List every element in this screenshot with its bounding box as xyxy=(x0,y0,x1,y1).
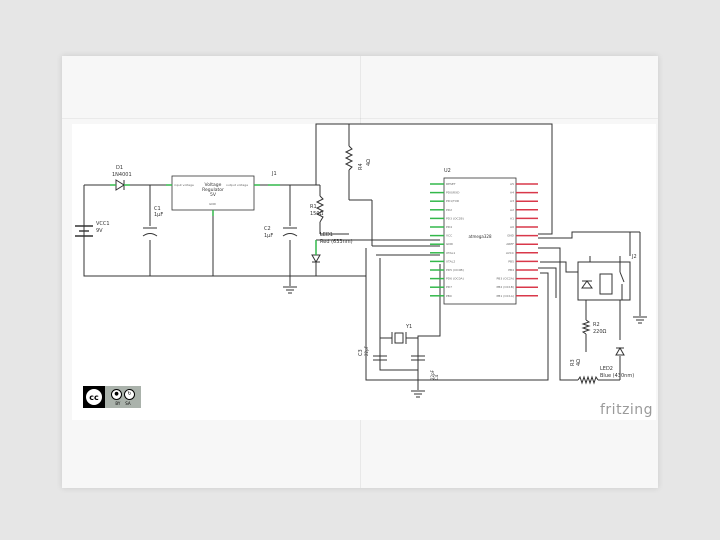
vcc1-ref: VCC1 xyxy=(96,221,110,227)
regulator-pin-out: output voltage xyxy=(226,183,248,187)
led1-ref: LED1 xyxy=(320,232,333,238)
resistor-r2 xyxy=(581,319,591,335)
c3-value: 22pF xyxy=(364,345,369,356)
vcc1-value: 9V xyxy=(96,228,103,234)
regulator-subtitle: Regulator xyxy=(202,187,224,193)
d1-value: 1N4001 xyxy=(112,172,132,178)
share-alike-icon: ↻ xyxy=(124,388,135,400)
license-terms: ● ↻ BY SA xyxy=(105,386,141,408)
fritzing-logo: fritzing xyxy=(600,402,654,418)
r3-value: 4Ω xyxy=(576,359,582,366)
mcu-pin-label-right-0: A5 xyxy=(510,182,514,186)
r4-ref: R4 xyxy=(358,163,364,170)
license-sa: SA xyxy=(125,400,131,406)
mcu-pin-label-left-12: PD7 xyxy=(446,285,452,289)
relay-j2 xyxy=(577,261,631,301)
mcu-pin-label-left-9: XTAL2 xyxy=(446,259,455,263)
mcu-pin-label-left-7: GND xyxy=(446,242,454,246)
mcu-pin-label-left-5: PD4 xyxy=(446,225,452,229)
c1-ref: C1 xyxy=(154,206,161,212)
capacitor-c4 xyxy=(411,355,425,361)
y1-ref: Y1 xyxy=(405,324,412,330)
c1-value: 1µF xyxy=(154,212,163,218)
c2-ref: C2 xyxy=(264,226,271,232)
fold-line-horizontal xyxy=(62,118,658,119)
mcu-pin-label-left-13: PB0 xyxy=(446,294,452,298)
c4-value: 22pF xyxy=(430,369,435,380)
mcu-pin-label-left-2: PD1/TXD xyxy=(446,199,460,203)
resistor-r4 xyxy=(344,145,354,171)
r4-value: 4Ω xyxy=(366,159,372,166)
r2-ref: R2 xyxy=(593,322,600,328)
mcu-pin-label-left-10: PD5 (OC0B) xyxy=(446,268,464,272)
license-by: BY xyxy=(115,400,121,406)
led1 xyxy=(311,240,321,276)
voltage-regulator xyxy=(166,175,260,216)
mcu-pin-label-right-8: AVCC xyxy=(506,251,514,255)
mcu-pin-label-right-6: GND xyxy=(507,234,515,238)
mcu-pin-label-left-3: PD2 xyxy=(446,208,452,212)
j1-ref: J1 xyxy=(271,171,277,177)
wires xyxy=(83,123,641,390)
resistor-r3 xyxy=(577,375,599,385)
mcu-pin-label-right-9: PB5 xyxy=(508,259,514,263)
capacitor-c3 xyxy=(373,355,387,361)
mcu-pin-label-right-7: AREF xyxy=(506,242,514,246)
r2-value: 220Ω xyxy=(593,329,607,335)
led2 xyxy=(615,346,625,356)
regulator-pin-in: input voltage xyxy=(174,183,194,187)
c4-ref: C4 xyxy=(434,374,439,380)
capacitor-c1 xyxy=(142,227,158,237)
d1-ref: D1 xyxy=(116,165,123,171)
led2-ref: LED2 xyxy=(600,366,613,372)
j2-ref: J2 xyxy=(631,254,637,260)
mcu-pin-label-right-10: PB4 xyxy=(508,268,514,272)
regulator-title: Voltage xyxy=(205,182,222,188)
ground-symbols xyxy=(283,286,647,398)
attribution-icon: ● xyxy=(111,388,122,400)
mcu-pin-label-left-8: XTAL1 xyxy=(446,251,455,255)
u2-ref: U2 xyxy=(444,168,451,174)
resistor-r1 xyxy=(315,195,325,223)
led2-value: Blue (430nm) xyxy=(600,373,634,379)
mcu-pin-label-right-12: PB2 (OC1B) xyxy=(497,285,515,289)
mcu-pin-label-left-11: PD6 (OC0A) xyxy=(446,277,464,281)
mcu-pin-label-left-6: VCC xyxy=(446,234,452,238)
mcu-pin-label-right-11: PB3 (OC2A) xyxy=(497,277,515,281)
c3-ref: C3 xyxy=(358,349,364,356)
mcu-u2 xyxy=(443,177,517,305)
u2-name: atmega328 xyxy=(468,234,491,239)
cc-icon: cc xyxy=(86,389,102,405)
led1-value: Red (633nm) xyxy=(320,239,353,245)
diode-d1 xyxy=(110,179,130,191)
mcu-pin-label-left-1: PD0/RXD xyxy=(446,191,460,195)
r3-ref: R3 xyxy=(570,359,576,366)
mcu-pin-label-right-5: A0 xyxy=(510,225,514,229)
regulator-pin-gnd: GND xyxy=(209,202,217,206)
battery-vcc1 xyxy=(75,225,93,237)
mcu-pin-label-right-3: A2 xyxy=(510,208,514,212)
r1-ref: R1 xyxy=(310,204,317,210)
mcu-pin-label-right-13: PB1 (OC1A) xyxy=(497,294,515,298)
mcu-pin-label-left-4: PD3 (OC2B) xyxy=(446,216,464,220)
r1-value: 150Ω xyxy=(310,211,324,217)
regulator-value: 5V xyxy=(210,192,217,198)
crystal-y1 xyxy=(391,332,407,344)
mcu-pin-label-right-1: A4 xyxy=(510,191,514,195)
creative-commons-badge: cc ● ↻ BY SA xyxy=(83,386,141,408)
mcu-pin-label-left-0: RESET xyxy=(446,182,456,186)
mcu-pin-label-right-2: A3 xyxy=(510,199,514,203)
schematic-sheet xyxy=(72,124,656,420)
mcu-pin-label-right-4: A1 xyxy=(510,216,514,220)
c2-value: 1µF xyxy=(264,233,273,239)
capacitor-c2 xyxy=(282,227,298,237)
